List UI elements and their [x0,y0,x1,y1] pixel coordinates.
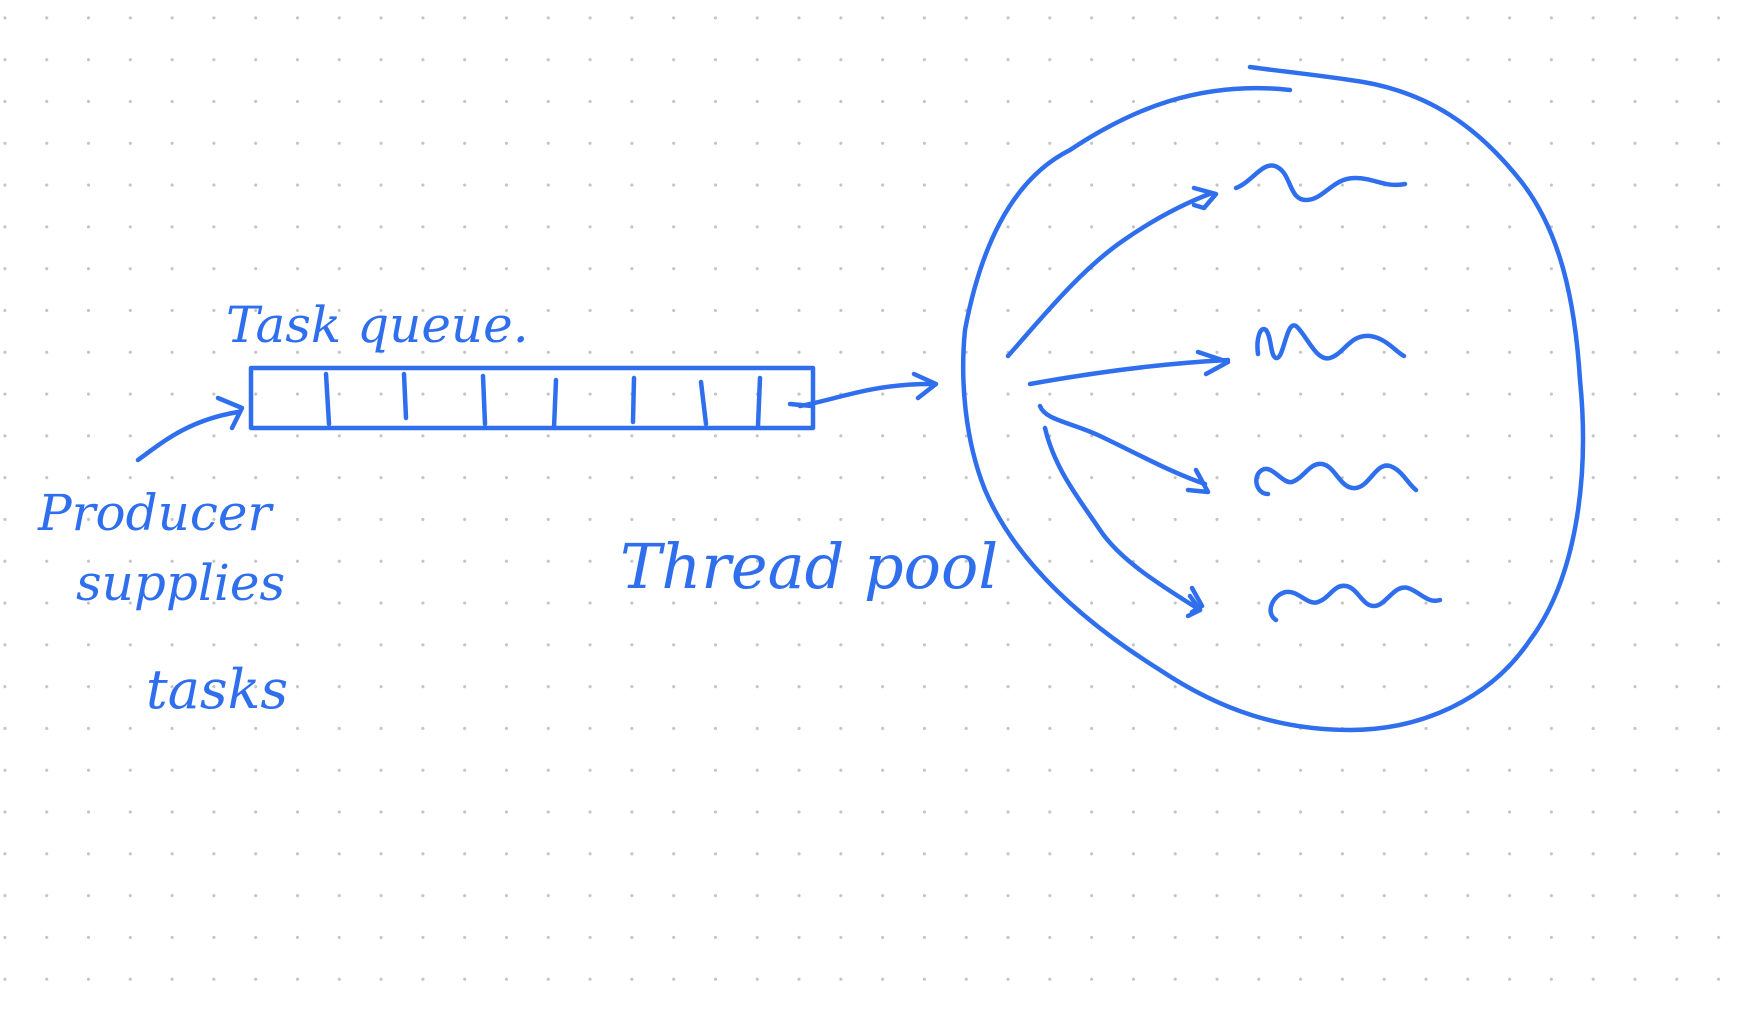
thread-dispatch-arrows [1005,185,1231,619]
task-queue-box [248,365,816,431]
queue-divider [551,377,559,431]
producer-label-line-3: tasks [146,658,288,721]
queue-divider [698,379,709,427]
thread-squiggle-1 [1233,163,1408,203]
producer-to-queue-arrow [135,395,245,463]
task-queue-outline [248,365,816,431]
thread-pool-circle [960,64,1586,733]
dispatch-arrow-1 [1005,185,1219,359]
thread-squiggles [1233,163,1443,623]
dispatch-arrow-4 [1042,425,1205,619]
task-queue-dividers [323,371,815,431]
queue-divider [401,371,409,421]
producer-label-line-2: supplies [76,554,285,612]
dispatch-arrow-2 [1027,349,1231,387]
queue-divider [480,373,488,427]
thread-squiggle-2 [1255,323,1407,361]
queue-divider [323,371,332,427]
dispatch-arrow-3 [1037,403,1211,495]
thread-squiggle-4 [1268,583,1443,623]
producer-label-line-1: Producer [37,484,274,542]
queue-divider [755,375,763,429]
thread-squiggle-3 [1254,461,1419,497]
queue-divider [630,375,637,425]
queue-to-pool-arrow [797,371,939,409]
task-queue-label: Task queue. [226,296,529,354]
thread-pool-label: Thread pool [620,530,998,603]
